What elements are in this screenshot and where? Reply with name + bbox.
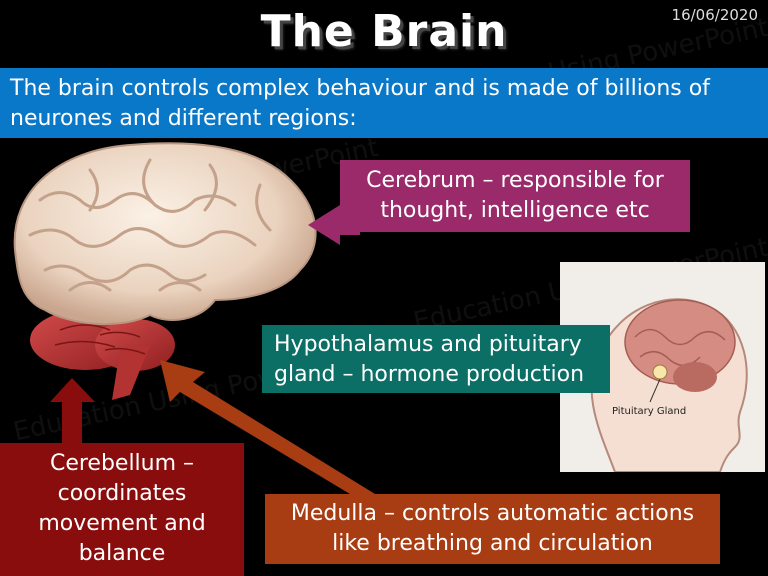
cerebellum-arrow [50,378,95,443]
medulla-label-box: Medulla – controls automatic actions lik… [265,494,720,564]
medulla-arrow [160,360,375,494]
intro-banner: The brain controls complex behaviour and… [0,68,768,138]
cerebrum-label-box: Cerebrum – responsible for thought, inte… [340,160,690,232]
cerebellum-label-box: Cerebellum – coordinates movement and ba… [0,443,244,576]
hypothalamus-label-box: Hypothalamus and pituitary gland – hormo… [262,325,610,393]
pituitary-image [560,262,765,472]
head-profile-illustration [590,298,748,472]
slide-title: The Brain [260,6,508,57]
cerebrum-shape [13,142,317,325]
slide-date: 16/06/2020 [671,6,758,24]
cerebellum-shape [30,310,175,400]
pituitary-gland-label: Pituitary Gland [612,406,687,417]
